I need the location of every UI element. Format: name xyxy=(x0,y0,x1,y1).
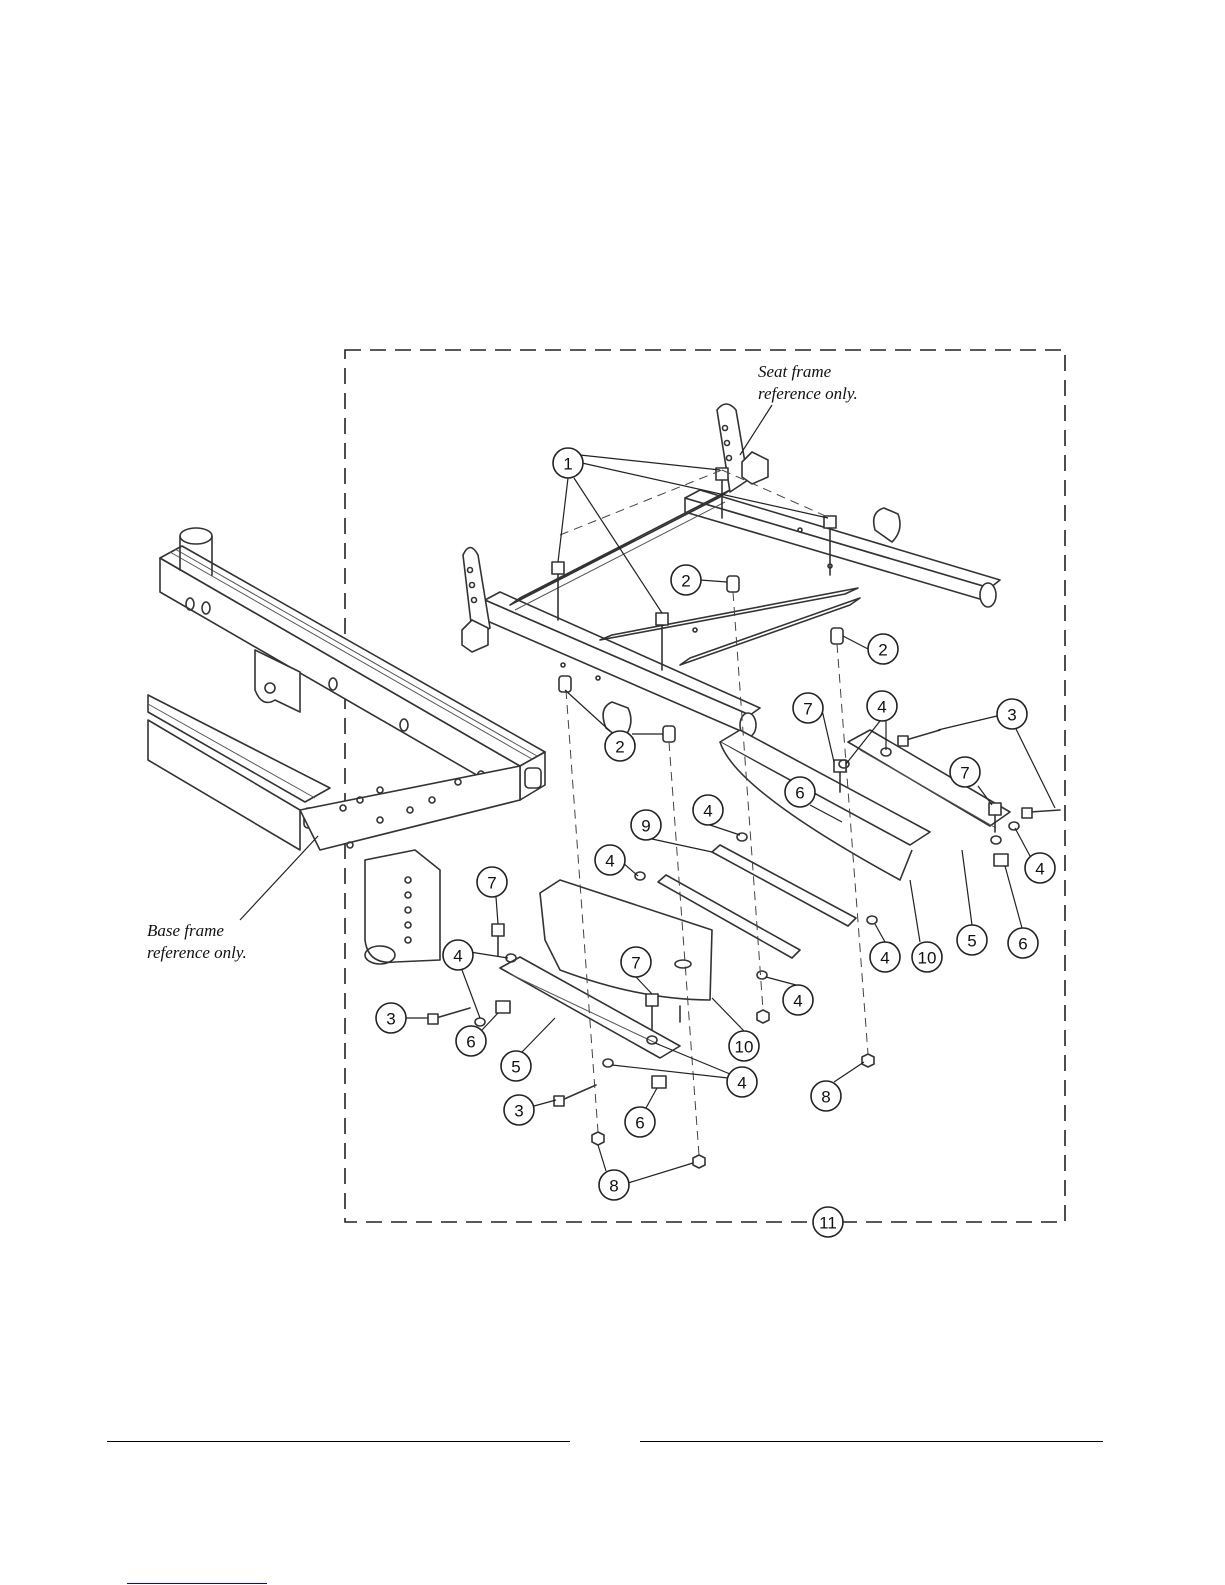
callout-3: 3 xyxy=(376,1003,406,1033)
seat-frame-note-line: reference only. xyxy=(758,384,858,403)
footer-rule xyxy=(640,1441,1103,1442)
callout-label: 8 xyxy=(821,1088,830,1107)
callout-10: 10 xyxy=(729,1031,759,1061)
callout-label: 8 xyxy=(609,1177,618,1196)
callout-6: 6 xyxy=(625,1107,655,1137)
callout-label: 6 xyxy=(635,1114,644,1133)
seat-frame-note-line: Seat frame xyxy=(758,362,832,381)
callout-label: 5 xyxy=(511,1058,520,1077)
callout-label: 7 xyxy=(487,874,496,893)
callout-label: 4 xyxy=(880,949,889,968)
base-frame-drawing xyxy=(148,528,545,964)
callout-label: 7 xyxy=(631,954,640,973)
callout-9: 9 xyxy=(631,810,661,840)
callout-6: 6 xyxy=(785,777,815,807)
callout-4: 4 xyxy=(870,942,900,972)
callout-6: 6 xyxy=(456,1026,486,1056)
callout-4: 4 xyxy=(595,845,625,875)
callout-8: 8 xyxy=(811,1081,841,1111)
callout-label: 4 xyxy=(877,698,886,717)
seat-frame-drawing xyxy=(462,404,1000,740)
footer-rule xyxy=(107,1441,570,1442)
callout-10: 10 xyxy=(912,942,942,972)
callout-11: 11 xyxy=(813,1207,843,1237)
seat-frame-note: Seat frame reference only. xyxy=(758,362,858,403)
footer-link-underline[interactable] xyxy=(127,1583,267,1584)
callout-5: 5 xyxy=(957,925,987,955)
callout-2: 2 xyxy=(671,565,701,595)
callout-4: 4 xyxy=(727,1067,757,1097)
callout-label: 4 xyxy=(1035,860,1044,879)
callout-label: 4 xyxy=(737,1074,746,1093)
callout-label: 6 xyxy=(466,1033,475,1052)
callout-3: 3 xyxy=(504,1095,534,1125)
callout-3: 3 xyxy=(997,699,1027,729)
callout-label: 6 xyxy=(1018,935,1027,954)
base-frame-note-line: Base frame xyxy=(147,921,224,940)
callout-7: 7 xyxy=(477,867,507,897)
callout-label: 5 xyxy=(967,932,976,951)
callout-label: 10 xyxy=(918,949,937,968)
callout-label: 4 xyxy=(793,992,802,1011)
callout-7: 7 xyxy=(621,947,651,977)
callout-4: 4 xyxy=(443,940,473,970)
callout-label: 10 xyxy=(735,1038,754,1057)
callout-label: 9 xyxy=(641,817,650,836)
callout-8: 8 xyxy=(599,1170,629,1200)
callout-label: 7 xyxy=(960,764,969,783)
callout-4: 4 xyxy=(867,691,897,721)
callout-label: 2 xyxy=(615,738,624,757)
callout-label: 3 xyxy=(514,1102,523,1121)
callout-label: 2 xyxy=(681,572,690,591)
callout-7: 7 xyxy=(950,757,980,787)
callout-7: 7 xyxy=(793,693,823,723)
base-frame-note: Base frame reference only. xyxy=(147,921,247,962)
callout-label: 3 xyxy=(386,1010,395,1029)
callout-label: 11 xyxy=(819,1214,837,1233)
callout-1: 1 xyxy=(553,448,583,478)
callout-2: 2 xyxy=(868,634,898,664)
callout-label: 7 xyxy=(803,700,812,719)
callout-6: 6 xyxy=(1008,928,1038,958)
callout-label: 4 xyxy=(703,802,712,821)
callout-label: 4 xyxy=(605,852,614,871)
callout-4: 4 xyxy=(783,985,813,1015)
callout-4: 4 xyxy=(1025,853,1055,883)
callout-4: 4 xyxy=(693,795,723,825)
callout-label: 2 xyxy=(878,641,887,660)
callout-2: 2 xyxy=(605,731,635,761)
callout-label: 6 xyxy=(795,784,804,803)
callout-label: 1 xyxy=(563,455,572,474)
callout-label: 4 xyxy=(453,947,462,966)
base-frame-note-line: reference only. xyxy=(147,943,247,962)
callout-label: 3 xyxy=(1007,706,1016,725)
callout-5: 5 xyxy=(501,1051,531,1081)
